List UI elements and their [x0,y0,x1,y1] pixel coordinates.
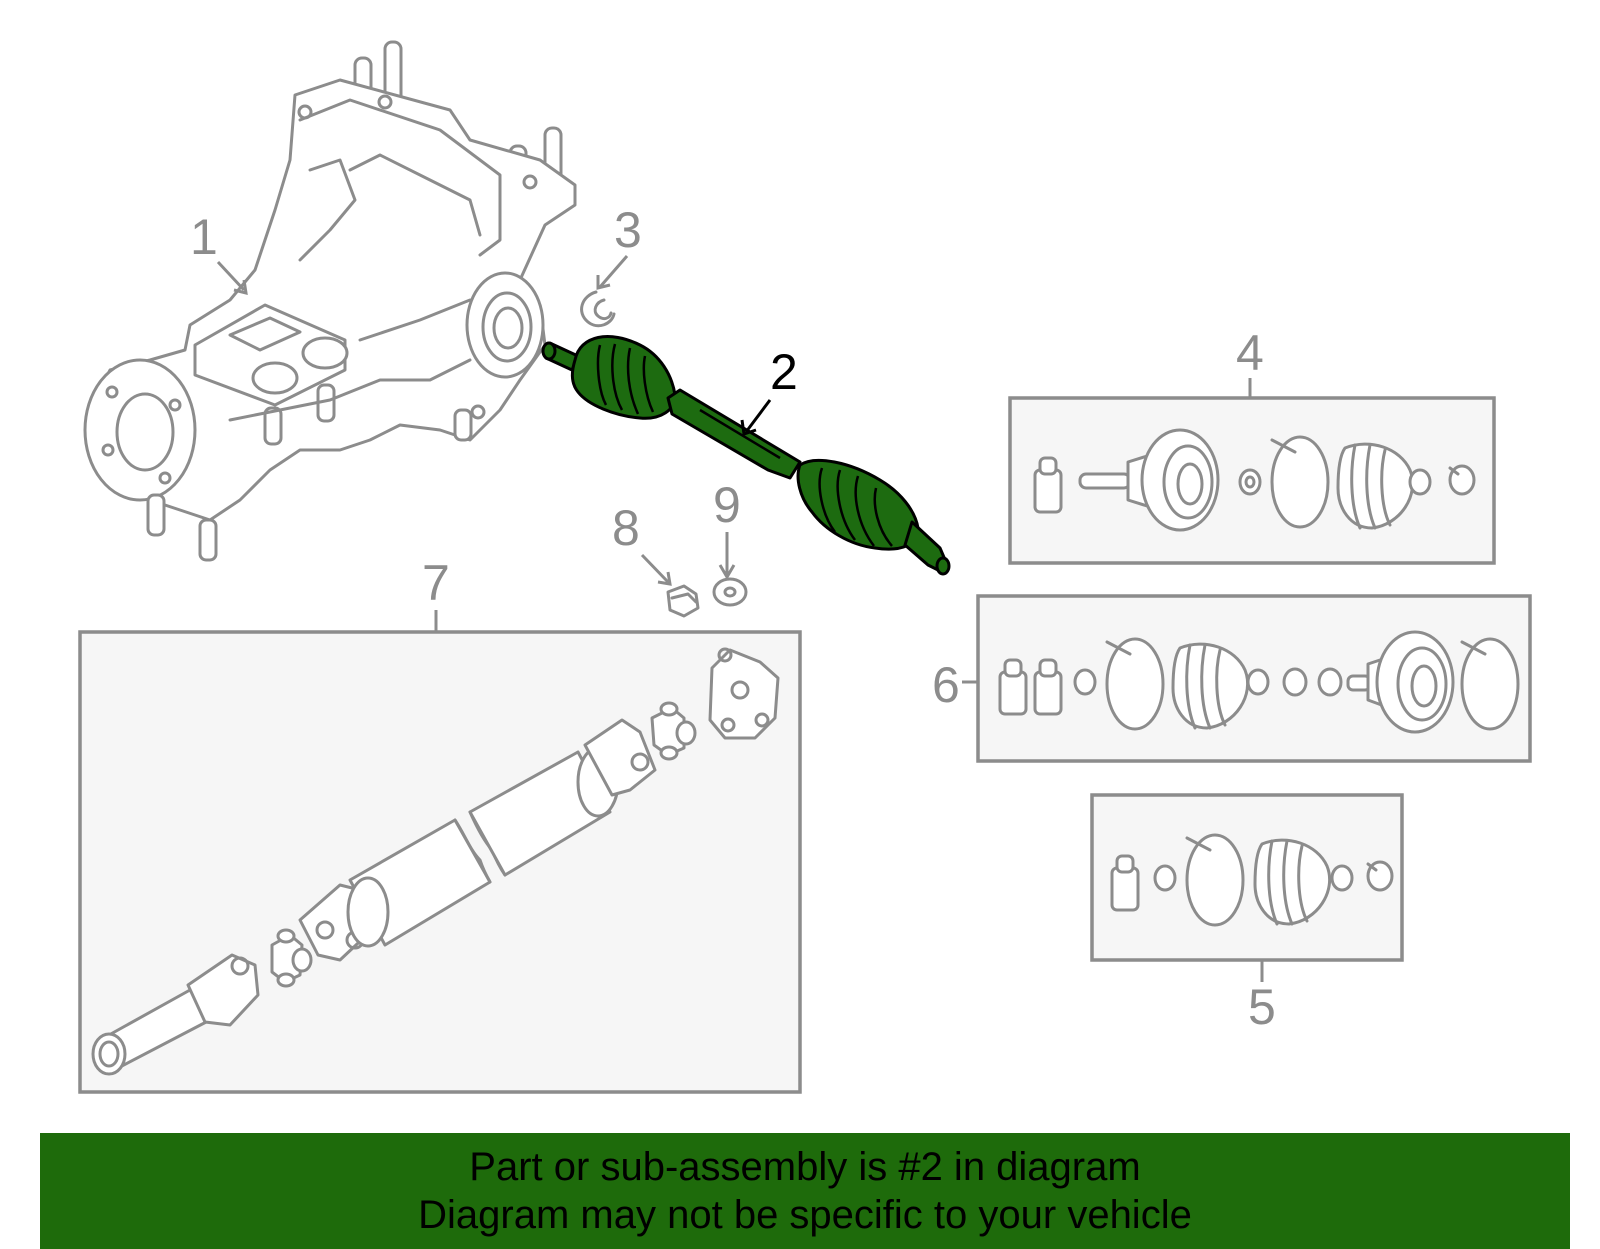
arrowhead-1 [233,279,248,296]
arrowhead-9 [718,564,736,580]
callout-8: 8 [612,500,640,556]
arrowhead-2 [740,419,757,436]
callout-9: 9 [713,477,741,533]
callout-4: 4 [1236,325,1264,381]
callout-7: 7 [422,555,450,611]
callout-2: 2 [770,344,798,400]
callout-3: 3 [614,202,642,258]
callout-1: 1 [190,209,218,265]
leader-2 [744,399,772,433]
washer[interactable] [712,577,748,607]
leader-8 [640,553,670,584]
kit-box-5[interactable] [1090,793,1404,962]
leader-1 [216,260,246,292]
snap-ring[interactable] [580,290,616,328]
banner-line-1: Part or sub-assembly is #2 in diagram [469,1145,1141,1189]
differential-housing[interactable] [83,40,577,562]
arrowhead-8 [657,571,672,586]
arrowhead-3 [596,275,611,290]
propeller-shaft-box-7[interactable] [78,630,802,1094]
callout-5: 5 [1248,979,1276,1035]
kit-box-6[interactable] [976,594,1532,763]
info-banner: Part or sub-assembly is #2 in diagram Di… [40,1133,1570,1249]
banner-line-2: Diagram may not be specific to your vehi… [418,1193,1192,1237]
callout-6: 6 [932,657,960,713]
kit-box-4[interactable] [1008,396,1496,565]
half-shaft-assembly[interactable] [541,335,951,576]
nut[interactable] [666,584,700,618]
leader-3 [598,255,629,288]
